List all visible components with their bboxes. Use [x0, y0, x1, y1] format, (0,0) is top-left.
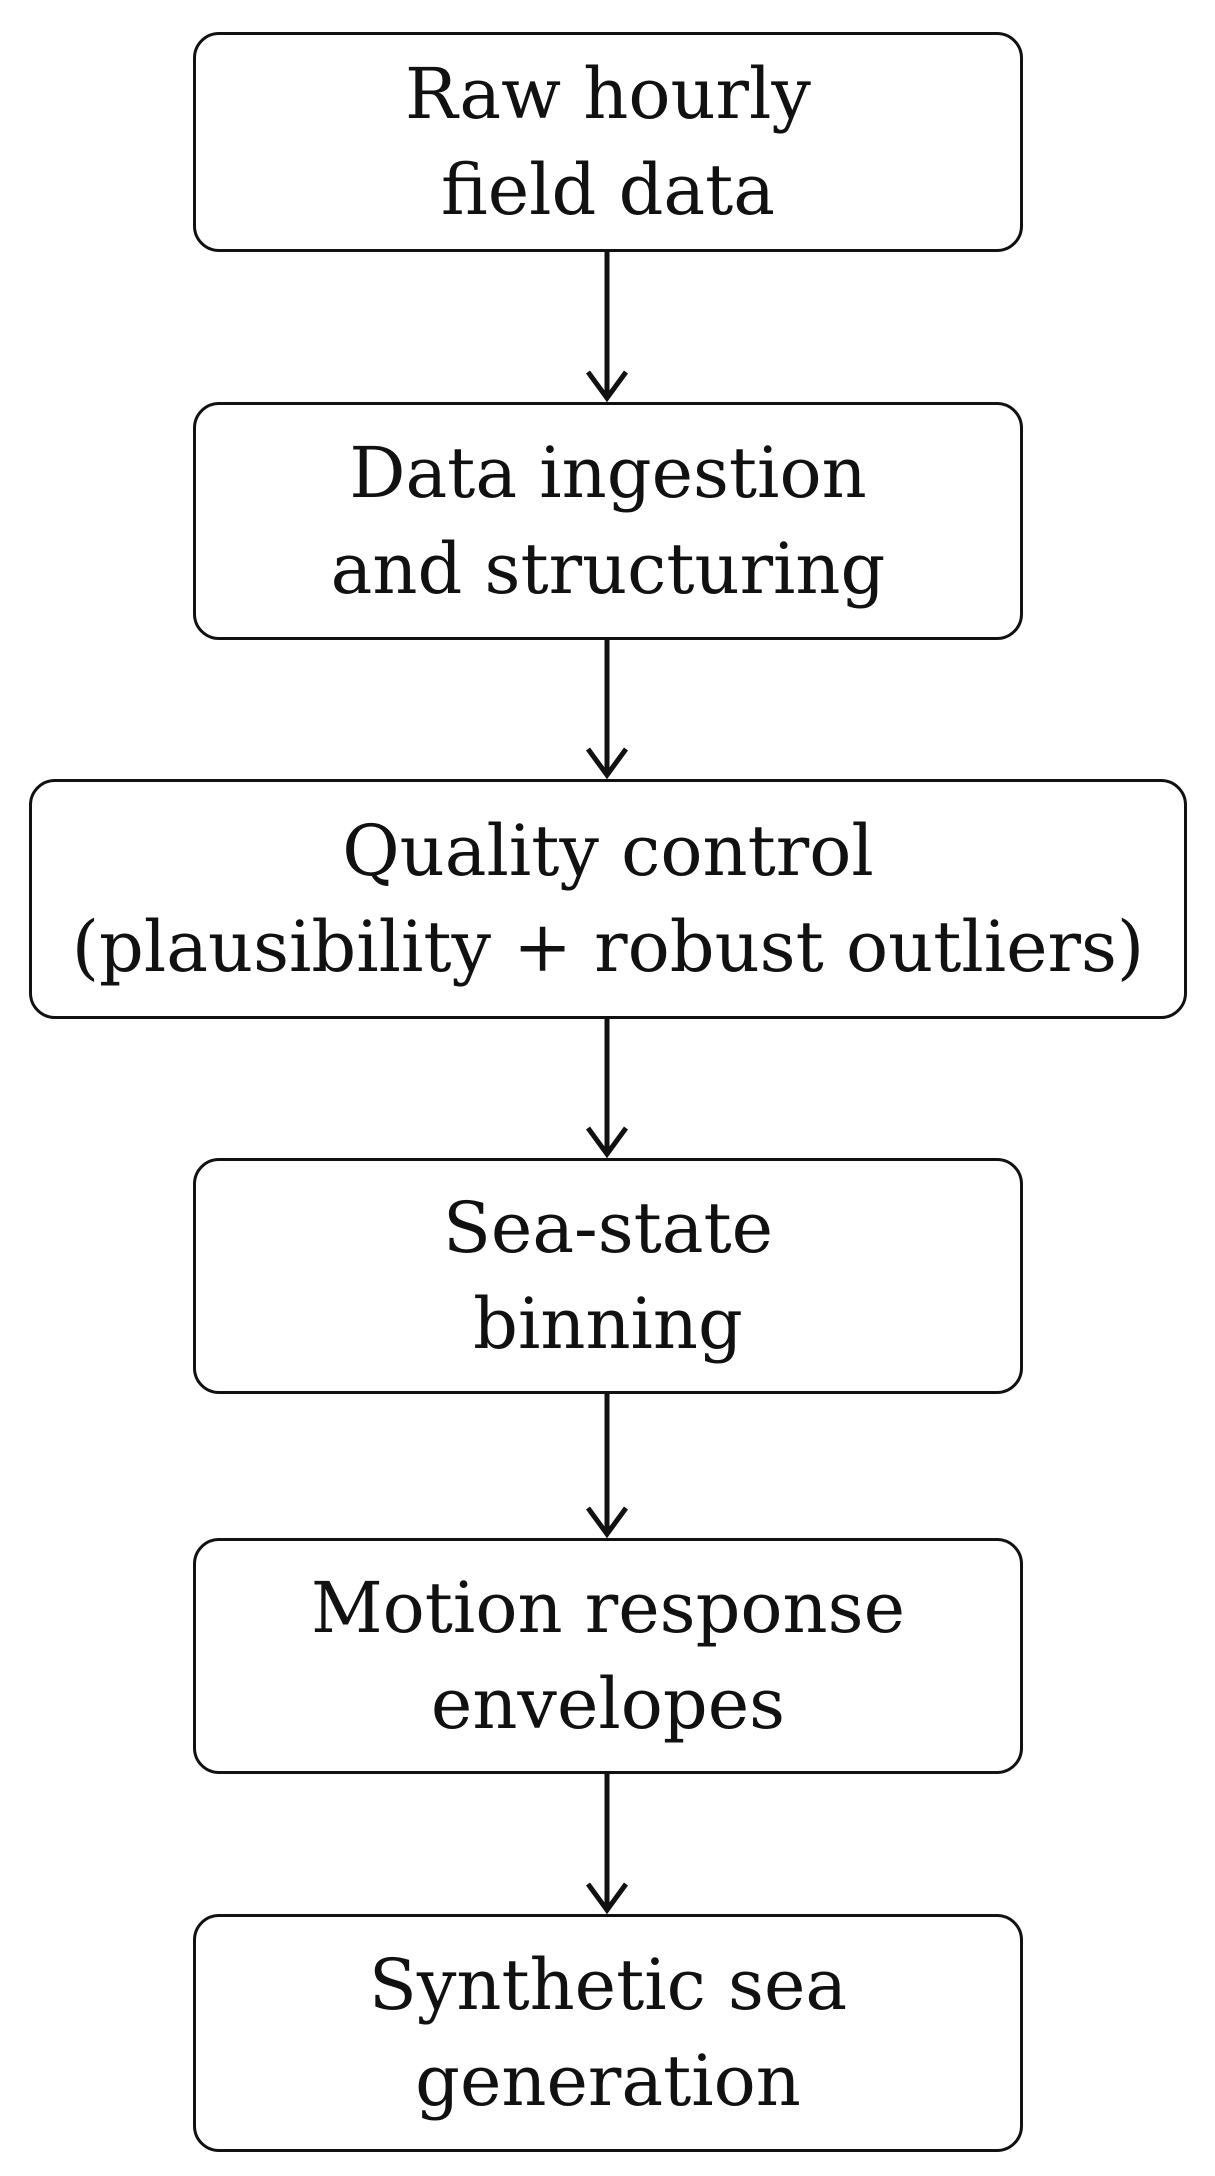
arrow-4-to-5: [585, 1394, 629, 1539]
arrow-1-to-2: [585, 252, 629, 403]
step-label-line: binning: [473, 1283, 743, 1365]
step-synthetic-sea-generation: Synthetic sea generation: [193, 1914, 1023, 2152]
step-sea-state-binning: Sea-state binning: [193, 1158, 1023, 1394]
step-data-ingestion: Data ingestion and structuring: [193, 402, 1023, 640]
step-label-line: Raw hourly: [405, 53, 811, 135]
step-label-line: Sea-state: [442, 1187, 774, 1269]
step-label-line: Data ingestion: [349, 432, 867, 514]
arrow-5-to-6: [585, 1774, 629, 1915]
step-label-line: Synthetic sea: [368, 1944, 848, 2026]
step-label-line: envelopes: [430, 1663, 786, 1745]
step-label-line: generation: [415, 2040, 801, 2122]
arrow-3-to-4: [585, 1019, 629, 1159]
step-label-line: Quality control: [342, 810, 874, 892]
step-label-line: field data: [441, 149, 775, 231]
step-motion-response-envelopes: Motion response envelopes: [193, 1538, 1023, 1774]
arrow-2-to-3: [585, 640, 629, 780]
step-label-line: Motion response: [310, 1567, 905, 1649]
step-raw-hourly-field-data: Raw hourly field data: [193, 32, 1023, 252]
step-label-line: (plausibility + robust outliers): [71, 906, 1145, 988]
step-quality-control: Quality control (plausibility + robust o…: [29, 779, 1187, 1019]
step-label-line: and structuring: [330, 528, 886, 610]
